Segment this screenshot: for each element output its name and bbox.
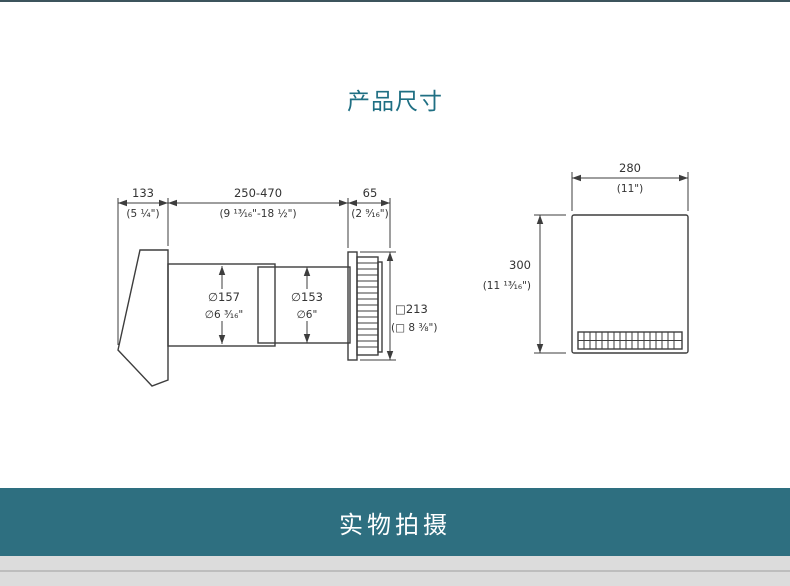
louver-lines [357, 262, 378, 348]
side-view: 133 (5 ¼") 250-470 (9 ¹³⁄₁₆"-18 ½") 65 (… [117, 186, 437, 387]
label-plate-inch: (□ 8 ⅜") [391, 322, 437, 334]
label-inner-diameter-mm: ∅153 [291, 290, 323, 304]
label-cap-inch: (5 ¼") [126, 208, 159, 220]
extension-lines-height [534, 214, 566, 354]
top-border [0, 0, 790, 2]
duct-inner-tube [257, 266, 351, 344]
label-outer-diameter-inch: ∅6 ³⁄₁₆" [205, 309, 243, 321]
banner-title: 实物拍摄 [339, 510, 451, 539]
duct-outer-tube [167, 263, 276, 347]
label-height-mm: 300 [509, 258, 531, 272]
label-duct-inch: (9 ¹³⁄₁₆"-18 ½") [219, 208, 296, 220]
section-banner: 实物拍摄 [0, 488, 790, 556]
label-plate-mm: □213 [395, 302, 428, 316]
section-title: 产品尺寸 [347, 89, 443, 115]
label-width-inch: (11") [617, 183, 643, 195]
cap-front-face [571, 214, 689, 354]
label-duct-mm: 250-470 [234, 186, 282, 200]
label-depth-inch: (2 ⁹⁄₁₆") [351, 208, 388, 220]
label-depth-mm: 65 [363, 186, 378, 200]
grille-front-plate [377, 261, 383, 353]
photo-area-top [0, 556, 790, 586]
label-cap-mm: 133 [132, 186, 154, 200]
dimension-diagram: 133 (5 ¼") 250-470 (9 ¹³⁄₁₆"-18 ½") 65 (… [117, 161, 689, 387]
label-inner-diameter-inch: ∅6" [297, 309, 318, 321]
wall-cap-shape [117, 249, 169, 387]
label-outer-diameter-mm: ∅157 [208, 290, 240, 304]
front-view: 280 (11") 300 (11 ¹³⁄₁₆") [483, 161, 689, 354]
label-width-mm: 280 [619, 161, 641, 175]
front-grille-slats [583, 332, 675, 349]
photo-edge-line [0, 570, 790, 572]
louver-grille [356, 256, 379, 356]
label-height-inch: (11 ¹³⁄₁₆") [483, 280, 531, 292]
extension-lines-top [117, 198, 391, 345]
